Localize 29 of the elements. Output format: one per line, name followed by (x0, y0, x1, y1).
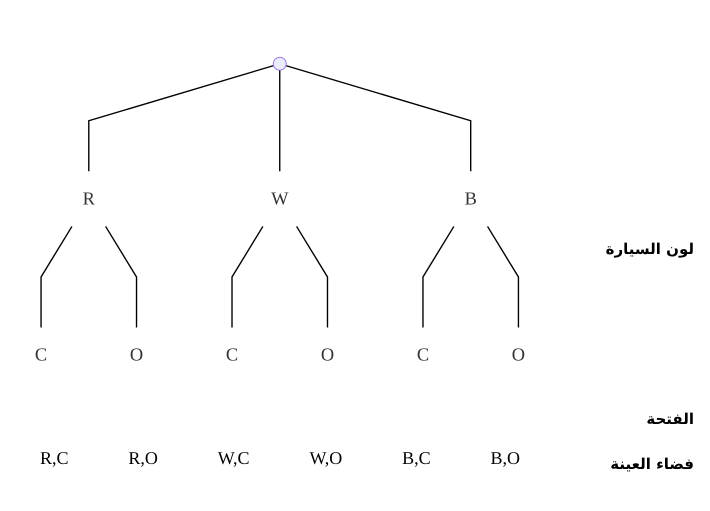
connector (88, 64, 274, 172)
connector (279, 70, 280, 172)
node-text: B (464, 188, 477, 209)
level-label: لون السيارة (606, 240, 694, 258)
level-label: فضاء العينة (610, 455, 694, 473)
connector (105, 226, 138, 328)
node-point (272, 56, 287, 71)
connector (40, 226, 73, 328)
outcome-label: R,O (128, 448, 158, 469)
connector (422, 226, 454, 328)
connector (286, 64, 472, 172)
node-text: O (130, 344, 144, 366)
outcome-label: W,C (218, 448, 250, 469)
outcome-label: B,C (402, 448, 431, 469)
node-text: W (271, 188, 288, 209)
node-text: C (416, 344, 430, 366)
node-text: C (34, 344, 48, 366)
level-label: الفتحة (646, 410, 694, 428)
outcome-label: W,O (309, 448, 342, 469)
tree-diagram: R W B C O C O C O (0, 0, 560, 440)
connector (486, 226, 520, 328)
outcome-label: R,C (40, 448, 68, 469)
connector (231, 226, 264, 328)
node-text: R (82, 188, 95, 209)
node-text: O (512, 344, 526, 366)
node-text: O (320, 344, 334, 366)
node-text: C (226, 344, 238, 366)
outcome-label: B,O (490, 448, 520, 469)
connector (296, 226, 328, 328)
